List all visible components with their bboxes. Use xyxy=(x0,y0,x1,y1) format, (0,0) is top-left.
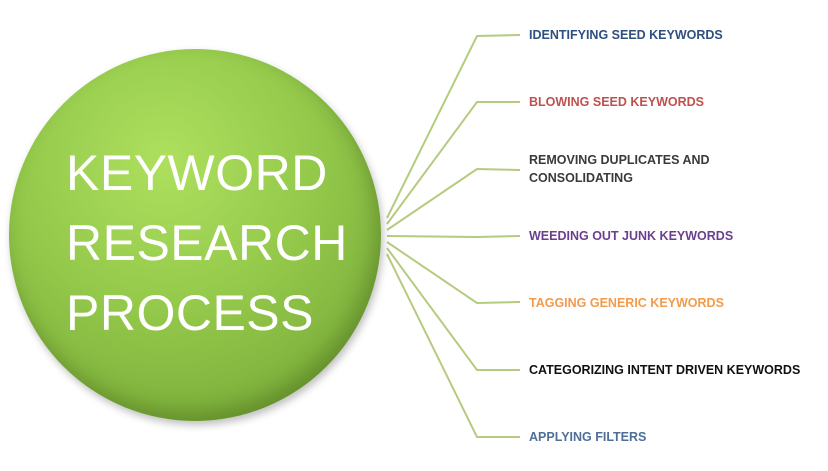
step-6-label: CATEGORIZING INTENT DRIVEN KEYWORDS xyxy=(529,361,800,379)
step-5-label: TAGGING GENERIC KEYWORDS xyxy=(529,294,724,312)
step-1-label: IDENTIFYING SEED KEYWORDS xyxy=(529,26,723,44)
step-5-line-1: TAGGING GENERIC KEYWORDS xyxy=(529,296,724,310)
connector-line-3 xyxy=(386,167,521,231)
center-title-line-1: KEYWORD xyxy=(66,145,328,201)
center-title-line-3: PROCESS xyxy=(66,285,315,341)
step-3-line-1: REMOVING DUPLICATES AND xyxy=(529,153,710,167)
step-6-line-1: CATEGORIZING INTENT DRIVEN KEYWORDS xyxy=(529,363,801,377)
center-title: KEYWORD RESEARCH PROCESS xyxy=(66,138,366,348)
step-2-label: BLOWING SEED KEYWORDS xyxy=(529,93,704,111)
connector-line-7 xyxy=(386,253,520,438)
step-1-line-1: IDENTIFYING SEED KEYWORDS xyxy=(529,28,723,42)
step-4-line-1: WEEDING OUT JUNK KEYWORDS xyxy=(529,229,734,243)
step-4-label: WEEDING OUT JUNK KEYWORDS xyxy=(529,227,733,245)
connector-line-1 xyxy=(386,34,521,219)
step-2-line-1: BLOWING SEED KEYWORDS xyxy=(529,95,705,109)
connector-line-4 xyxy=(386,235,521,239)
connector-line-6 xyxy=(386,247,520,371)
step-3-label: REMOVING DUPLICATES AND CONSOLIDATING xyxy=(529,151,710,187)
center-title-line-2: RESEARCH xyxy=(66,215,348,271)
step-3-line-2: CONSOLIDATING xyxy=(529,171,633,185)
center-circle xyxy=(9,49,381,421)
step-7-line-1: APPLYING FILTERS xyxy=(529,430,647,444)
step-7-label: APPLYING FILTERS xyxy=(529,428,646,446)
connector-line-5 xyxy=(386,241,521,305)
connector-line-2 xyxy=(386,101,520,225)
